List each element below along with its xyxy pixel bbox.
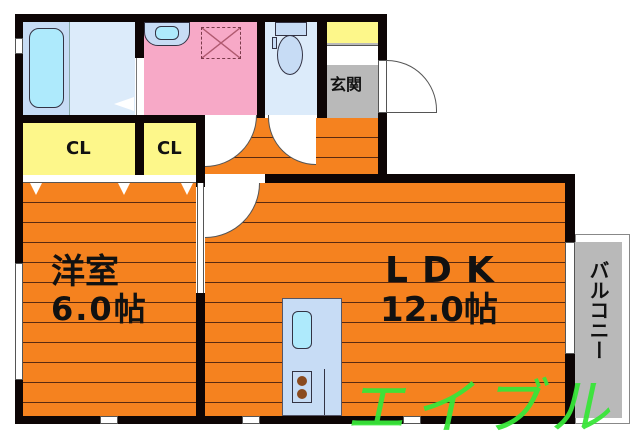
bathroom <box>23 22 69 115</box>
paper-holder <box>272 37 277 49</box>
wall-bath-wash <box>135 22 144 58</box>
washroom <box>144 22 257 115</box>
wall-toilet-entrance <box>317 14 327 124</box>
wall-wash-toilet <box>257 14 265 124</box>
stove-icon <box>292 371 312 403</box>
wall-bath-closet <box>23 115 265 123</box>
shoe-closet <box>327 22 378 43</box>
wall-closet-hall <box>196 115 205 187</box>
closet-1-label: CL <box>66 138 91 159</box>
closet-door-marker-1 <box>30 183 42 195</box>
toilet-tank <box>275 22 307 36</box>
washing-machine-space <box>201 27 241 59</box>
window-ldk-bottom-2[interactable] <box>403 416 421 424</box>
bathtub <box>29 28 64 108</box>
shoe-closet-doors[interactable] <box>327 45 378 65</box>
ldk: LDK 12.0帖 <box>205 183 565 416</box>
toilet-bowl-icon <box>277 35 303 75</box>
balcony-window[interactable] <box>565 242 575 354</box>
entrance-label: 玄関 <box>330 75 363 94</box>
bath-dressing-area <box>69 22 135 115</box>
kitchen-counter <box>282 298 342 416</box>
toilet-room <box>265 22 317 115</box>
watermark: エイブル <box>342 373 630 443</box>
western-room-name: 洋室 <box>51 252 119 292</box>
wall-western-ldk <box>196 293 205 416</box>
balcony: バルコニー <box>575 242 622 418</box>
window-bath[interactable] <box>15 38 23 54</box>
wall-closet-divider <box>135 115 144 183</box>
outer-wall-top <box>15 14 387 22</box>
bath-door-opening[interactable] <box>136 58 143 115</box>
window-western-bottom[interactable] <box>100 416 118 424</box>
western-room: 洋室 6.0帖 <box>23 183 196 416</box>
balcony-label: バルコニー <box>586 260 610 360</box>
wall-ldk-top <box>265 174 575 183</box>
outer-wall-bottom <box>15 416 575 424</box>
entrance-door-swing <box>387 60 437 113</box>
closet-2: CL <box>144 123 196 175</box>
sliding-door[interactable] <box>197 183 204 293</box>
ldk-size: 12.0帖 <box>380 290 498 330</box>
outer-wall-left <box>15 14 23 424</box>
closet-door-marker-2 <box>118 183 130 195</box>
counter-line <box>324 369 325 415</box>
entrance: 玄関 <box>327 43 378 118</box>
window-ldk-bottom[interactable] <box>242 416 260 424</box>
closet-door-strip[interactable] <box>23 175 196 183</box>
western-room-size: 6.0帖 <box>51 290 148 328</box>
closet-2-label: CL <box>157 138 182 159</box>
ldk-name: LDK <box>385 250 508 291</box>
sink-icon <box>144 22 190 46</box>
window-western[interactable] <box>15 263 23 380</box>
entrance-door[interactable] <box>378 60 387 113</box>
closet-1: CL <box>23 123 135 175</box>
closet-door-marker-3 <box>181 183 193 195</box>
door-arrow-icon <box>114 97 134 111</box>
kitchen-sink-icon <box>292 311 312 349</box>
